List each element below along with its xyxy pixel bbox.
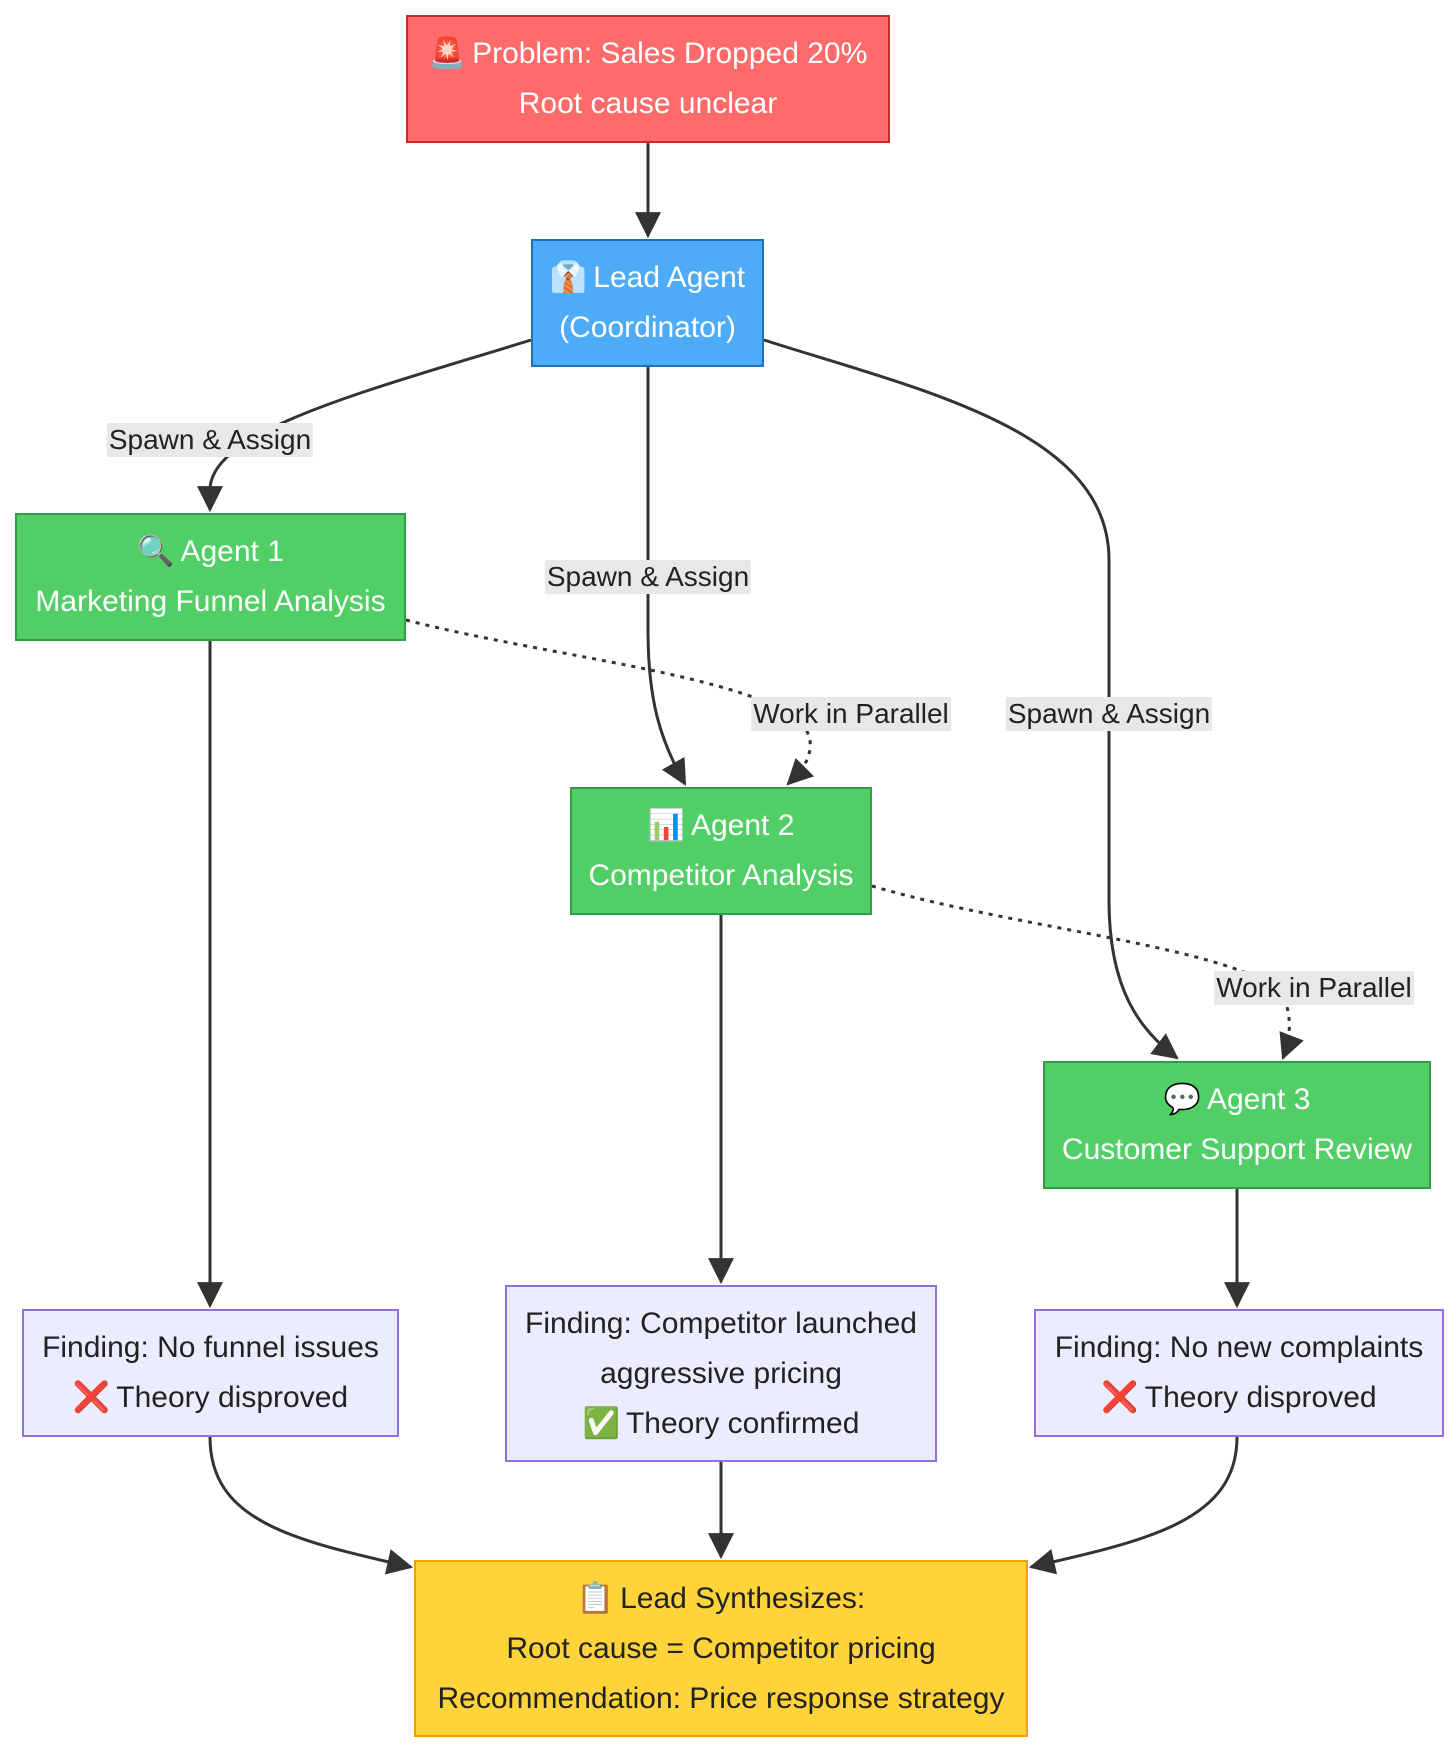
check-mark-icon: ✅ bbox=[582, 1405, 620, 1441]
finding3-text: Finding: No new complaints bbox=[1054, 1331, 1424, 1364]
finding1-node: Finding: No funnel issues ❌Theory dispro… bbox=[22, 1309, 399, 1437]
agent3-subtitle: Customer Support Review bbox=[1061, 1133, 1413, 1166]
agent1-subtitle: Marketing Funnel Analysis bbox=[35, 585, 386, 618]
edge-lead-to-agent1 bbox=[197, 338, 532, 513]
speech-bubble-icon: 💬 bbox=[1163, 1082, 1201, 1117]
necktie-shirt-icon: 👔 bbox=[549, 260, 588, 295]
finding2-text-line2: aggressive pricing bbox=[600, 1356, 842, 1390]
lead-agent-subtitle: (Coordinator) bbox=[559, 311, 736, 344]
lead-agent-title: Lead Agent bbox=[593, 261, 746, 294]
problem-node: 🚨Problem: Sales Dropped 20% Root cause u… bbox=[406, 15, 890, 143]
edge-finding1-to-synthesis bbox=[208, 1436, 414, 1575]
magnifying-glass-icon: 🔍 bbox=[137, 534, 175, 569]
edge-lead-to-agent2 bbox=[646, 367, 687, 786]
synthesis-title: Lead Synthesizes: bbox=[620, 1581, 866, 1615]
cross-mark-icon: ❌ bbox=[1101, 1380, 1139, 1415]
bar-chart-icon: 📊 bbox=[647, 808, 685, 843]
edge-label-work-in-parallel-2: Work in Parallel bbox=[1214, 971, 1414, 1005]
finding2-text-line1: Finding: Competitor launched bbox=[525, 1306, 917, 1340]
edge-agent1-parallel-agent2 bbox=[405, 618, 815, 786]
synthesis-node: 📋Lead Synthesizes: Root cause = Competit… bbox=[414, 1560, 1028, 1737]
edge-lead-to-agent3 bbox=[763, 338, 1179, 1060]
edge-label-spawn-assign-agent1: Spawn & Assign bbox=[106, 423, 314, 457]
problem-title: Problem: Sales Dropped 20% bbox=[472, 37, 868, 70]
cross-mark-icon: ❌ bbox=[72, 1380, 111, 1415]
finding3-node: Finding: No new complaints ❌Theory dispr… bbox=[1034, 1309, 1444, 1437]
edge-finding3-to-synthesis bbox=[1028, 1436, 1239, 1575]
finding1-text: Finding: No funnel issues bbox=[42, 1331, 379, 1364]
agent1-title: Agent 1 bbox=[180, 535, 284, 568]
agent2-title: Agent 2 bbox=[690, 809, 795, 842]
agent2-subtitle: Competitor Analysis bbox=[588, 859, 854, 892]
clipboard-icon: 📋 bbox=[576, 1580, 615, 1616]
edge-label-work-in-parallel-1: Work in Parallel bbox=[751, 697, 951, 731]
synthesis-root-cause: Root cause = Competitor pricing bbox=[506, 1631, 936, 1665]
finding3-verdict: Theory disproved bbox=[1144, 1381, 1377, 1414]
agent2-node: 📊Agent 2 Competitor Analysis bbox=[570, 787, 872, 915]
edge-label-spawn-assign-agent3: Spawn & Assign bbox=[1005, 697, 1213, 731]
agent3-title: Agent 3 bbox=[1206, 1083, 1311, 1116]
finding2-verdict: Theory confirmed bbox=[625, 1406, 860, 1440]
finding1-verdict: Theory disproved bbox=[116, 1381, 349, 1414]
rotating-light-icon: 🚨 bbox=[428, 36, 467, 71]
agent1-node: 🔍Agent 1 Marketing Funnel Analysis bbox=[15, 513, 406, 641]
edge-label-spawn-assign-agent2: Spawn & Assign bbox=[544, 560, 752, 594]
synthesis-recommendation: Recommendation: Price response strategy bbox=[437, 1681, 1005, 1715]
finding2-node: Finding: Competitor launched aggressive … bbox=[505, 1285, 937, 1462]
agent3-node: 💬Agent 3 Customer Support Review bbox=[1043, 1061, 1431, 1189]
lead-agent-node: 👔Lead Agent (Coordinator) bbox=[531, 239, 764, 367]
problem-subtitle: Root cause unclear bbox=[518, 87, 778, 120]
